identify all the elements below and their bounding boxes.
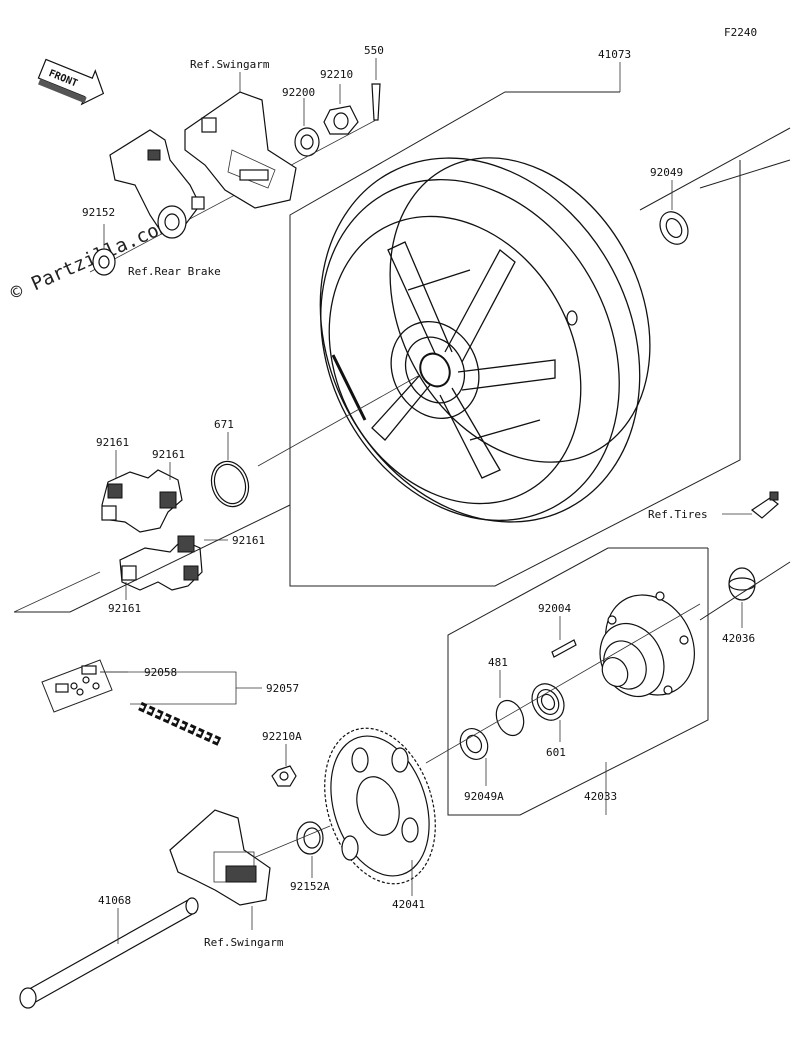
damper-92161-upper[interactable]: [101, 469, 183, 533]
stud-92004[interactable]: [551, 639, 577, 658]
watermark: © Partzilla.com: [7, 215, 173, 305]
label-92152[interactable]: 92152: [82, 206, 115, 219]
rear-wheel[interactable]: [258, 102, 701, 578]
rear-brake-bracket: [109, 129, 205, 239]
label-41068[interactable]: 41068: [98, 894, 131, 907]
label-42041[interactable]: 42041: [392, 898, 425, 911]
nut-92210a[interactable]: [271, 765, 297, 787]
circlip-481[interactable]: [492, 697, 529, 740]
chain-link-box-92058: [41, 659, 113, 713]
label-550[interactable]: 550: [364, 44, 384, 57]
label-92058[interactable]: 92058: [144, 666, 177, 679]
label-42033[interactable]: 42033: [584, 790, 617, 803]
oil-seal-92049a[interactable]: [455, 724, 493, 764]
washer-92200[interactable]: [294, 127, 320, 157]
label-92210[interactable]: 92210: [320, 68, 353, 81]
label-ref-tires[interactable]: Ref.Tires: [648, 508, 708, 521]
label-481[interactable]: 481: [488, 656, 508, 669]
swingarm-bracket-bottom: [169, 809, 271, 906]
oil-seal-92049[interactable]: [655, 207, 694, 249]
label-92161-a[interactable]: 92161: [96, 436, 129, 449]
drive-chain-92057[interactable]: [138, 701, 222, 747]
label-92161-b[interactable]: 92161: [152, 448, 185, 461]
front-arrow-icon: FRONT: [37, 58, 105, 106]
label-41073[interactable]: 41073: [598, 48, 631, 61]
label-92210a[interactable]: 92210A: [262, 730, 302, 743]
o-ring-671[interactable]: [206, 457, 254, 512]
wheel-frame: [289, 91, 741, 587]
label-42036[interactable]: 42036: [722, 632, 755, 645]
label-671[interactable]: 671: [214, 418, 234, 431]
tire-valve: [750, 491, 779, 519]
collar-42036[interactable]: [728, 567, 756, 601]
label-92161-d[interactable]: 92161: [108, 602, 141, 615]
sprocket-42041[interactable]: [306, 714, 454, 898]
figure-code: F2240: [724, 26, 757, 39]
cotter-pin-550[interactable]: [371, 83, 381, 121]
nut-92210[interactable]: [323, 105, 359, 135]
label-ref-swingarm-top[interactable]: Ref.Swingarm: [190, 58, 270, 71]
hub-frame: [447, 547, 709, 816]
collar-92152[interactable]: [92, 248, 116, 276]
label-92049a[interactable]: 92049A: [464, 790, 504, 803]
swingarm-bracket-top: [184, 91, 297, 209]
label-92200[interactable]: 92200: [282, 86, 315, 99]
hub-42033[interactable]: [588, 579, 712, 710]
label-92152a[interactable]: 92152A: [290, 880, 330, 893]
label-92004[interactable]: 92004: [538, 602, 571, 615]
label-92049[interactable]: 92049: [650, 166, 683, 179]
bearing-601[interactable]: [526, 678, 570, 726]
label-601[interactable]: 601: [546, 746, 566, 759]
axle-41068[interactable]: [19, 897, 199, 1009]
label-ref-rear-brake[interactable]: Ref.Rear Brake: [128, 265, 221, 278]
label-92057[interactable]: 92057: [266, 682, 299, 695]
label-92161-c[interactable]: 92161: [232, 534, 265, 547]
collar-92152a[interactable]: [296, 821, 324, 855]
label-ref-swingarm-bottom[interactable]: Ref.Swingarm: [204, 936, 284, 949]
